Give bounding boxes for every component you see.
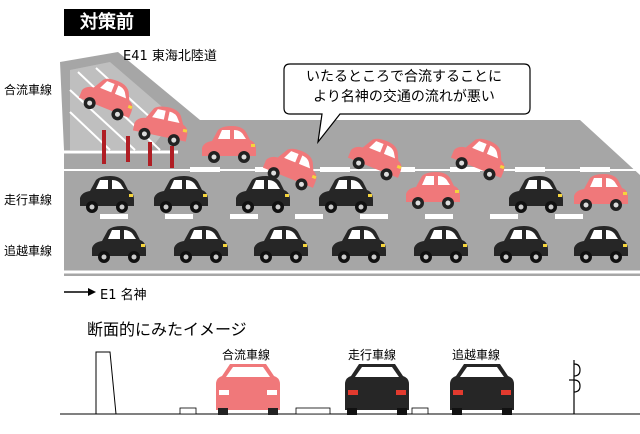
direction-arrow: [64, 288, 96, 296]
curb-left: [179, 407, 197, 415]
main-road-label: E1 名神: [100, 288, 147, 303]
delineator-poles: [102, 130, 174, 168]
speech-bubble-line-2: より名神の交通の流れが悪い: [313, 89, 495, 105]
black-car-rear-view-travel: [345, 364, 409, 415]
speech-bubble-text: いたるところで合流することに より名神の交通の流れが悪い: [293, 67, 515, 107]
cross-section-title: 断面的にみたイメージ: [87, 320, 247, 339]
cross-section: [60, 351, 640, 415]
title-before-measures: 対策前: [64, 9, 150, 36]
black-car-rear-view-passing: [450, 364, 514, 415]
lane-label-travel: 走行車線: [4, 193, 53, 207]
lane-label-passing: 追越車線: [4, 244, 53, 258]
lane-dashes-center: [100, 214, 583, 219]
cross-section-label-passing: 追越車線: [452, 348, 501, 362]
cross-section-label-travel: 走行車線: [348, 348, 397, 362]
merge-road-label: E41 東海北陸道: [123, 49, 217, 64]
median-curb: [295, 407, 331, 415]
lane-label-merge: 合流車線: [4, 83, 53, 97]
pink-car-rear-view: [216, 364, 280, 415]
cross-section-label-merge: 合流車線: [222, 348, 271, 362]
wall-barrier: [95, 351, 117, 415]
speech-bubble-line-1: いたるところで合流することに: [306, 69, 502, 85]
merge-ramp: [60, 52, 640, 276]
speech-bubble-shape: [283, 63, 531, 145]
curb-right: [411, 407, 429, 415]
sign-post-icon: [569, 360, 581, 414]
